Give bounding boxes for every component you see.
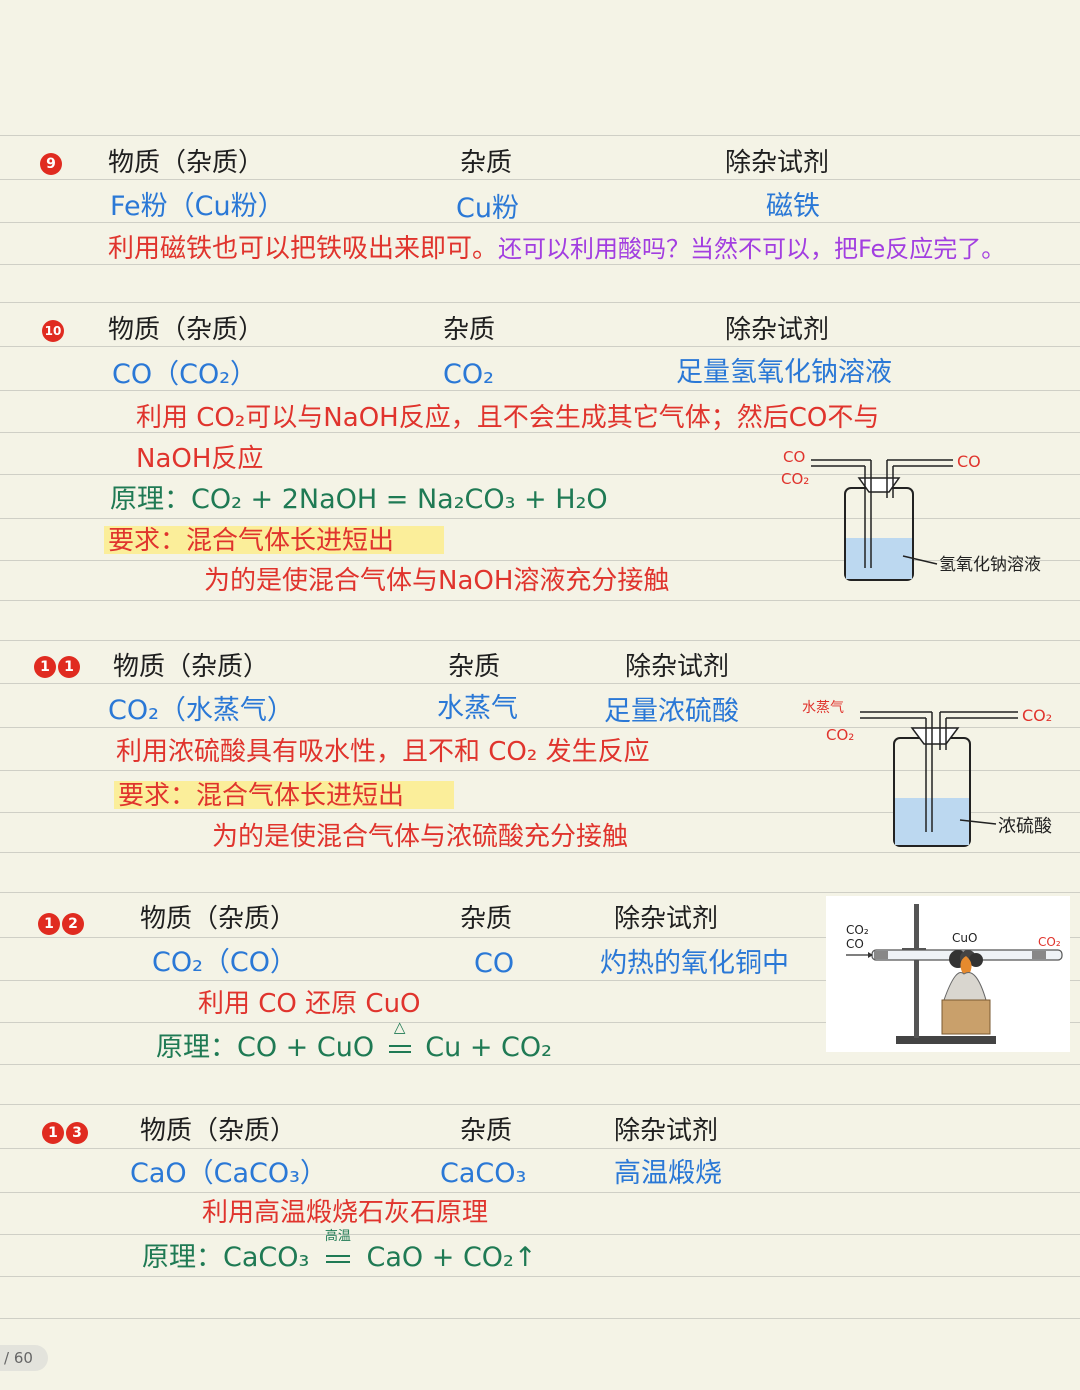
header-reagent: 除杂试剂 [614, 1116, 719, 1146]
header-substance: 物质（杂质） [108, 315, 265, 345]
reagent-value: 灼热的氧化铜中 [600, 948, 789, 979]
substance-value: Fe粉（Cu粉） [110, 191, 285, 222]
substance-value: CO（CO₂） [112, 359, 258, 390]
explanation-line-2: NaOH反应 [136, 444, 264, 474]
wash-bottle-diagram: CO CO₂ CO 氢氧化钠溶液 [781, 448, 1041, 581]
header-reagent: 除杂试剂 [625, 652, 730, 682]
reagent-value: 足量氢氧化钠溶液 [676, 357, 892, 388]
explanation-line-1: 利用 CO₂可以与NaOH反应，且不会生成其它气体；然后CO不与 [136, 403, 880, 433]
header-impurity: 杂质 [448, 652, 501, 682]
impurity-value: CaCO₃ [440, 1158, 527, 1189]
header-reagent: 除杂试剂 [614, 904, 719, 934]
fig-output-gas: CO₂ [1022, 706, 1052, 725]
reagent-value: 磁铁 [766, 191, 820, 222]
explanation: 利用 CO 还原 CuO [198, 989, 421, 1019]
fig-cuo-label: CuO [952, 931, 977, 945]
fig-input-gas-2: CO₂ [826, 726, 854, 744]
page-counter: / 60 [0, 1345, 48, 1371]
principle-equation: 原理：CaCO₃ 高温 CaO + CO₂↑ [142, 1230, 537, 1273]
principle-right: Cu + CO₂ [425, 1032, 552, 1063]
explanation: 利用浓硫酸具有吸水性，且不和 CO₂ 发生反应 [116, 737, 650, 767]
explanation-note: 利用磁铁也可以把铁吸出来即可。还可以利用酸吗？当然不可以，把Fe反应完了。 [108, 236, 1005, 262]
principle-left: 原理：CO + CuO [156, 1032, 375, 1063]
header-impurity: 杂质 [460, 904, 513, 934]
header-substance: 物质（杂质） [108, 148, 265, 178]
fig-input-gas-2: CO₂ [781, 470, 809, 488]
substance-value: CO₂（CO） [152, 947, 298, 978]
highlight [104, 526, 444, 554]
principle-right: CaO + CO₂↑ [366, 1242, 537, 1273]
header-substance: 物质（杂质） [140, 1116, 297, 1146]
header-substance: 物质（杂质） [113, 652, 270, 682]
requirement: 要求：混合气体长进短出 [118, 781, 405, 811]
principle-equation: 原理：CO + CuO △ Cu + CO₂ [156, 1020, 552, 1063]
header-impurity: 杂质 [460, 1116, 513, 1146]
substance-value: CO₂（水蒸气） [108, 695, 294, 726]
reaction-condition: 高温 [318, 1230, 358, 1271]
reagent-value: 高温煅烧 [614, 1158, 722, 1189]
header-substance: 物质（杂质） [140, 904, 297, 934]
fig-liquid-label: 浓硫酸 [998, 816, 1052, 837]
highlight [114, 781, 454, 809]
wash-bottle-diagram: 水蒸气 CO₂ CO₂ 浓硫酸 [802, 700, 1052, 847]
fig-liquid-label: 氢氧化钠溶液 [939, 555, 1041, 575]
impurity-value: 水蒸气 [437, 693, 518, 724]
substance-value: CaO（CaCO₃） [130, 1158, 327, 1189]
requirement: 要求：混合气体长进短出 [108, 526, 395, 556]
principle-left: 原理：CaCO₃ [142, 1242, 310, 1273]
header-impurity: 杂质 [443, 315, 496, 345]
principle-equation: 原理：CO₂ + 2NaOH = Na₂CO₃ + H₂O [110, 484, 608, 515]
fig-output-gas: CO [957, 452, 981, 471]
impurity-value: CO₂ [443, 359, 494, 390]
section-number: 10 [42, 320, 64, 342]
purpose: 为的是使混合气体与浓硫酸充分接触 [212, 822, 629, 852]
explanation: 利用高温煅烧石灰石原理 [202, 1198, 489, 1228]
reagent-value: 足量浓硫酸 [604, 696, 739, 727]
header-reagent: 除杂试剂 [725, 148, 830, 178]
fig-input-gas-1: CO₂ [846, 923, 869, 937]
note-red: 利用磁铁也可以把铁吸出来即可。 [108, 234, 499, 264]
fig-output-gas: CO₂ [1038, 935, 1061, 949]
purpose: 为的是使混合气体与NaOH溶液充分接触 [204, 566, 670, 596]
fig-input-gas-1: CO [783, 448, 805, 466]
reaction-condition: △ [383, 1020, 417, 1061]
header-impurity: 杂质 [460, 148, 513, 178]
fig-input-gas-1: 水蒸气 [802, 700, 844, 716]
cuo-reduction-apparatus: CO₂ CO CuO CO₂ [826, 896, 1070, 1052]
note-purple: 还可以利用酸吗？当然不可以，把Fe反应完了。 [498, 235, 1006, 263]
section-number: 9 [40, 153, 62, 175]
impurity-value: CO [474, 948, 515, 979]
header-reagent: 除杂试剂 [725, 315, 830, 345]
impurity-value: Cu粉 [456, 193, 519, 224]
fig-input-gas-2: CO [846, 937, 864, 951]
